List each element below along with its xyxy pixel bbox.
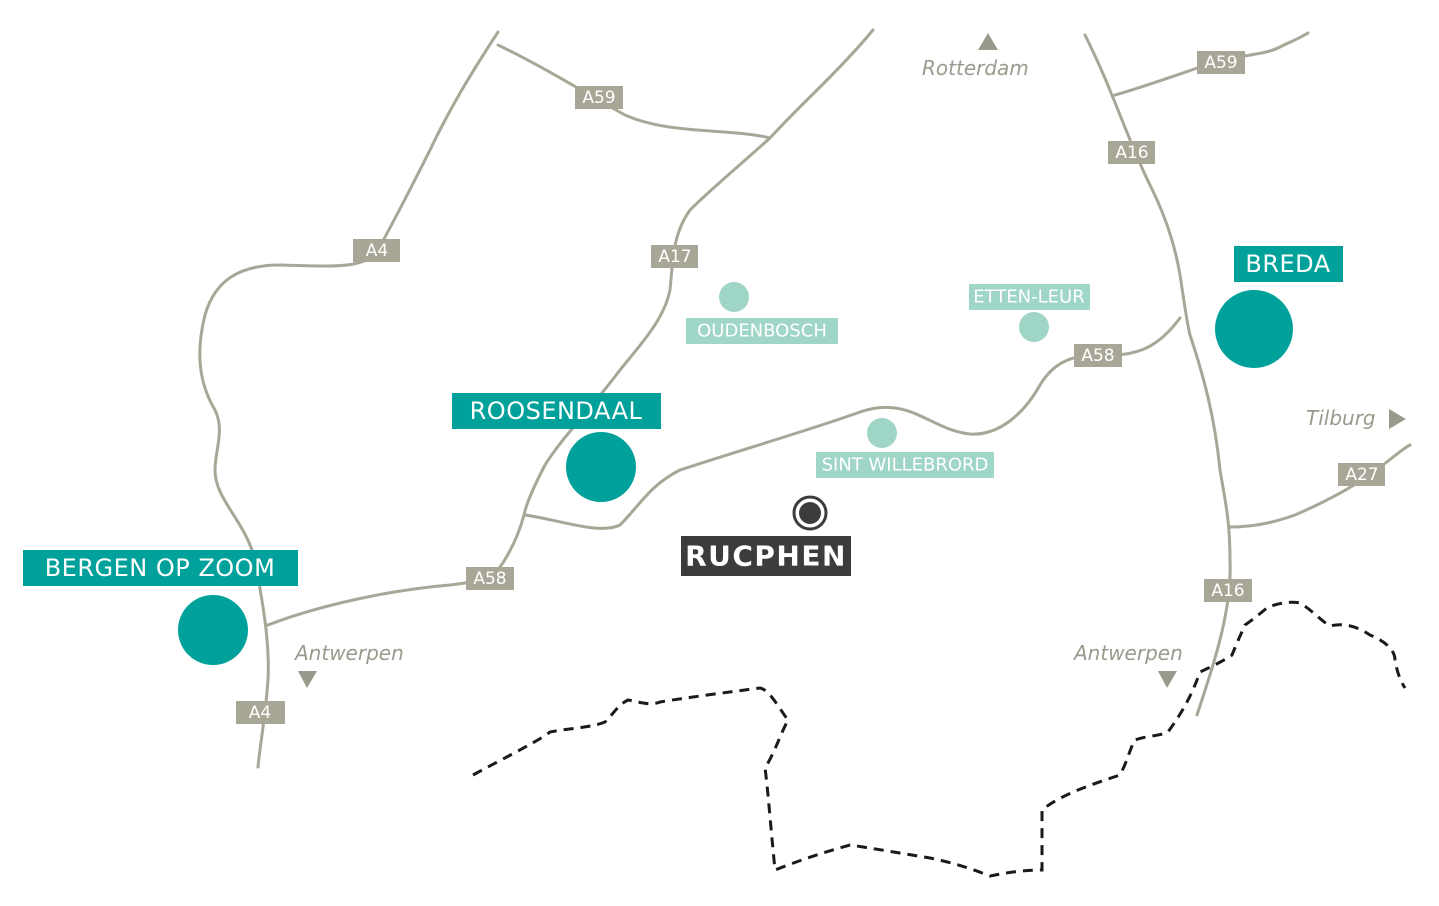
- svg-text:BERGEN OP ZOOM: BERGEN OP ZOOM: [45, 554, 276, 582]
- triangle-up-icon: [978, 33, 998, 50]
- breda-label: BREDA: [1234, 246, 1343, 282]
- svg-text:BREDA: BREDA: [1245, 250, 1330, 278]
- road-a58-left: [266, 574, 497, 627]
- svg-text:A58: A58: [1081, 346, 1114, 366]
- svg-text:A59: A59: [1204, 53, 1237, 73]
- svg-text:ROOSENDAAL: ROOSENDAAL: [470, 397, 643, 425]
- svg-text:SINT WILLEBRORD: SINT WILLEBRORD: [822, 455, 989, 476]
- direction-tilburg: Tilburg: [1306, 406, 1406, 430]
- road-a58-link: [523, 468, 682, 530]
- direction-antwerpen-east: Antwerpen: [1072, 641, 1183, 688]
- etten-leur-marker: [1019, 312, 1049, 342]
- road-shield-a27: A27: [1338, 463, 1385, 486]
- sint-willebrord-marker: [867, 418, 897, 448]
- road-shield-a58-left: A58: [466, 567, 514, 590]
- direction-rotterdam: Rotterdam: [922, 33, 1029, 80]
- etten-leur-label: ETTEN-LEUR: [969, 284, 1090, 310]
- road-shield-a16-lower: A16: [1204, 579, 1252, 602]
- road-a16: [1083, 33, 1232, 717]
- svg-text:A17: A17: [658, 247, 691, 267]
- target-circle-icon: [792, 495, 828, 531]
- sint-willebrord-label: SINT WILLEBRORD: [816, 452, 994, 478]
- roosendaal-label: ROOSENDAAL: [452, 393, 661, 429]
- triangle-right-icon: [1389, 409, 1406, 429]
- triangle-down-icon: [298, 671, 317, 688]
- road-a27: [1228, 443, 1412, 529]
- direction-antwerpen-west-label: Antwerpen: [293, 641, 404, 665]
- oudenbosch-marker: [719, 282, 749, 312]
- svg-text:A27: A27: [1345, 465, 1378, 485]
- direction-rotterdam-label: Rotterdam: [922, 56, 1029, 80]
- road-shield-a16-upper: A16: [1108, 141, 1155, 164]
- road-a17: [488, 28, 875, 580]
- svg-text:A4: A4: [249, 703, 271, 723]
- road-shield-a59-left: A59: [575, 86, 623, 109]
- bergen-op-zoom-label: BERGEN OP ZOOM: [23, 550, 298, 586]
- road-network: [198, 28, 1412, 769]
- svg-text:A58: A58: [473, 569, 506, 589]
- svg-text:A4: A4: [366, 241, 388, 261]
- road-shield-a4-lower: A4: [236, 701, 285, 724]
- svg-text:A16: A16: [1115, 143, 1148, 163]
- road-shield-a59-right: A59: [1197, 51, 1245, 74]
- road-shield-a4-upper: A4: [353, 239, 400, 262]
- road-shield-a17: A17: [651, 245, 698, 268]
- direction-antwerpen-west: Antwerpen: [293, 641, 404, 688]
- road-shield-a58-right: A58: [1074, 344, 1122, 367]
- svg-text:A16: A16: [1211, 581, 1244, 601]
- roosendaal-marker: [566, 432, 636, 502]
- road-a4: [198, 30, 500, 769]
- direction-antwerpen-east-label: Antwerpen: [1072, 641, 1183, 665]
- svg-text:ETTEN-LEUR: ETTEN-LEUR: [973, 287, 1084, 308]
- direction-tilburg-label: Tilburg: [1306, 406, 1376, 430]
- oudenbosch-label: OUDENBOSCH: [686, 318, 838, 344]
- svg-text:RUCPHEN: RUCPHEN: [685, 540, 847, 573]
- svg-text:A59: A59: [582, 88, 615, 108]
- bergen-op-zoom-marker: [178, 595, 248, 665]
- road-a59-left: [496, 43, 772, 140]
- rucphen-label: RUCPHEN: [681, 536, 851, 576]
- triangle-down-icon: [1158, 671, 1177, 688]
- national-border: [472, 600, 1407, 878]
- breda-marker: [1215, 290, 1293, 368]
- svg-text:OUDENBOSCH: OUDENBOSCH: [697, 321, 827, 342]
